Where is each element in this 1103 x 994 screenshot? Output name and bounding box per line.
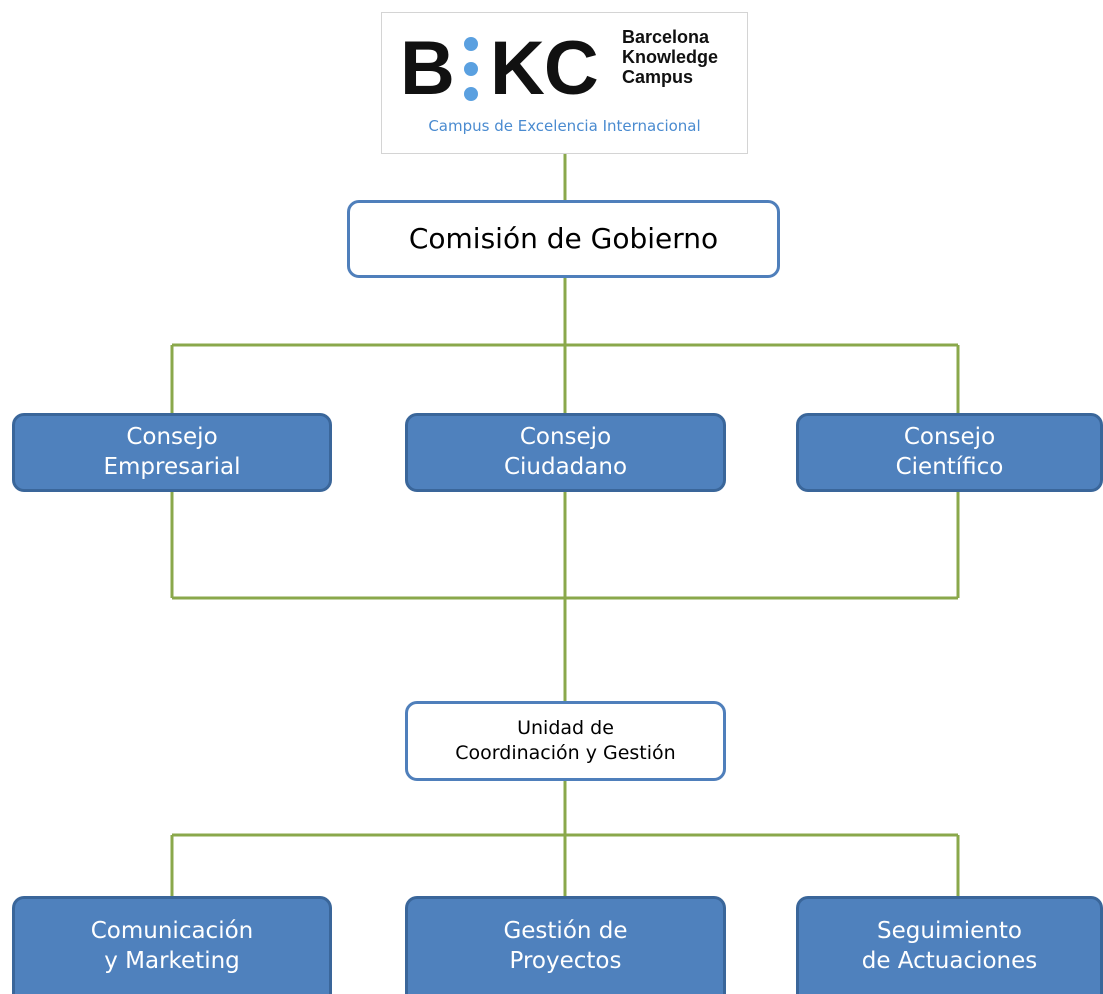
node-label: Coordinación y Gestión [455, 742, 676, 764]
node-label: y Marketing [104, 947, 240, 974]
logo-name: Barcelona Knowledge Campus [622, 27, 718, 87]
node-comunicacion-marketing: Comunicación y Marketing [12, 896, 332, 994]
node-label: Científico [895, 453, 1004, 480]
node-label: Comunicación [90, 917, 254, 944]
node-label: Gestión de [503, 917, 628, 944]
node-comision-de-gobierno: Comisión de Gobierno [347, 200, 780, 278]
logo-letter-b: B [400, 26, 455, 111]
node-label: Unidad de [517, 717, 614, 740]
logo-name-line: Barcelona [622, 27, 710, 47]
node-label: Consejo [126, 423, 218, 450]
logo-name-line: Campus [622, 67, 694, 87]
node-consejo-cientifico: Consejo Científico [796, 413, 1103, 492]
node-label: Ciudadano [503, 453, 628, 480]
node-label: Proyectos [509, 947, 622, 974]
node-consejo-ciudadano: Consejo Ciudadano [405, 413, 726, 492]
node-label: Consejo [903, 423, 996, 450]
bkc-logo: B KC Barcelona Knowledge Campus Campus d… [381, 12, 748, 154]
node-label: Seguimiento [877, 917, 1022, 944]
node-label: Consejo [519, 423, 612, 450]
node-consejo-empresarial: Consejo Empresarial [12, 413, 332, 492]
node-unidad-coordinacion: Unidad de Coordinación y Gestión [405, 701, 726, 781]
logo-tagline: Campus de Excelencia Internacional [428, 117, 701, 135]
logo-name-line: Knowledge [622, 47, 719, 67]
node-gestion-proyectos: Gestión de Proyectos [405, 896, 726, 994]
node-seguimiento-actuaciones: Seguimiento de Actuaciones [796, 896, 1103, 994]
node-label: de Actuaciones [861, 947, 1038, 974]
logo-letters-kc: KC [490, 26, 599, 111]
node-label: Empresarial [103, 453, 241, 480]
node-label: Comisión de Gobierno [408, 221, 719, 255]
logo-dots-icon [462, 31, 480, 107]
